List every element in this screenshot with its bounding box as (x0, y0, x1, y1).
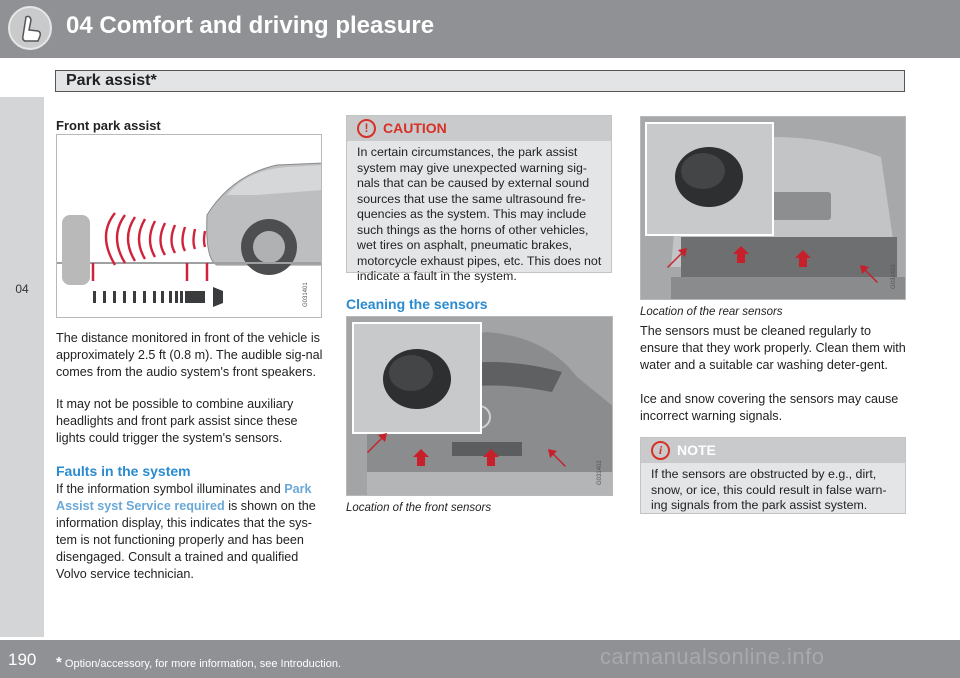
faults-paragraph: If the information symbol illuminates an… (56, 482, 316, 581)
front-park-assist-heading: Front park assist (56, 118, 161, 133)
auxiliary-lights-paragraph: It may not be possible to combine auxili… (56, 397, 298, 445)
rear-sensors-caption: Location of the rear sensors (640, 306, 783, 318)
cleaning-heading: Cleaning the sensors (346, 296, 488, 312)
page-number: 190 (8, 650, 37, 669)
caution-box: ! CAUTION In certain circumstances, the … (346, 115, 612, 283)
page-footer: 190 * Option/accessory, for more informa… (0, 640, 960, 678)
note-title: NOTE (677, 442, 716, 458)
display-message: Park Assist syst Service required (56, 482, 312, 513)
warning-icon: ! (357, 119, 376, 138)
cleaning-paragraph: The sensors must be cleaned regularly to… (640, 324, 906, 372)
watermark: carmanualsonline.info (600, 644, 825, 669)
front-sensors-figure: G031402 (346, 316, 613, 496)
chapter-header: 04 Comfort and driving pleasure (0, 0, 960, 58)
front-park-assist-figure: G031401 (56, 134, 322, 318)
figure-id: G031402 (597, 460, 603, 485)
section-title: Park assist* (66, 72, 157, 89)
footnote: * Option/accessory, for more information… (56, 654, 342, 671)
note-box: i NOTE If the sensors are obstructed by … (640, 437, 906, 514)
chapter-tab: 04 (0, 97, 44, 637)
chapter-title: 04 Comfort and driving pleasure (66, 12, 435, 39)
caution-title: CAUTION (383, 120, 447, 136)
chapter-tab-number: 04 (15, 282, 29, 296)
distance-paragraph: The distance monitored in front of the v… (56, 331, 323, 379)
caution-text: In certain circumstances, the park assis… (357, 145, 602, 283)
info-icon: i (651, 441, 670, 460)
figure-id: G031401 (303, 282, 309, 307)
section-bar: Park assist* (55, 70, 905, 92)
note-text: If the sensors are obstructed by e.g., d… (651, 467, 887, 512)
seat-icon (8, 6, 52, 50)
front-sensors-caption: Location of the front sensors (346, 502, 492, 514)
ice-snow-paragraph: Ice and snow covering the sensors may ca… (640, 392, 899, 423)
rear-sensors-figure: G031403 (640, 116, 906, 300)
figure-id: G031403 (891, 264, 897, 289)
faults-heading: Faults in the system (56, 463, 191, 479)
